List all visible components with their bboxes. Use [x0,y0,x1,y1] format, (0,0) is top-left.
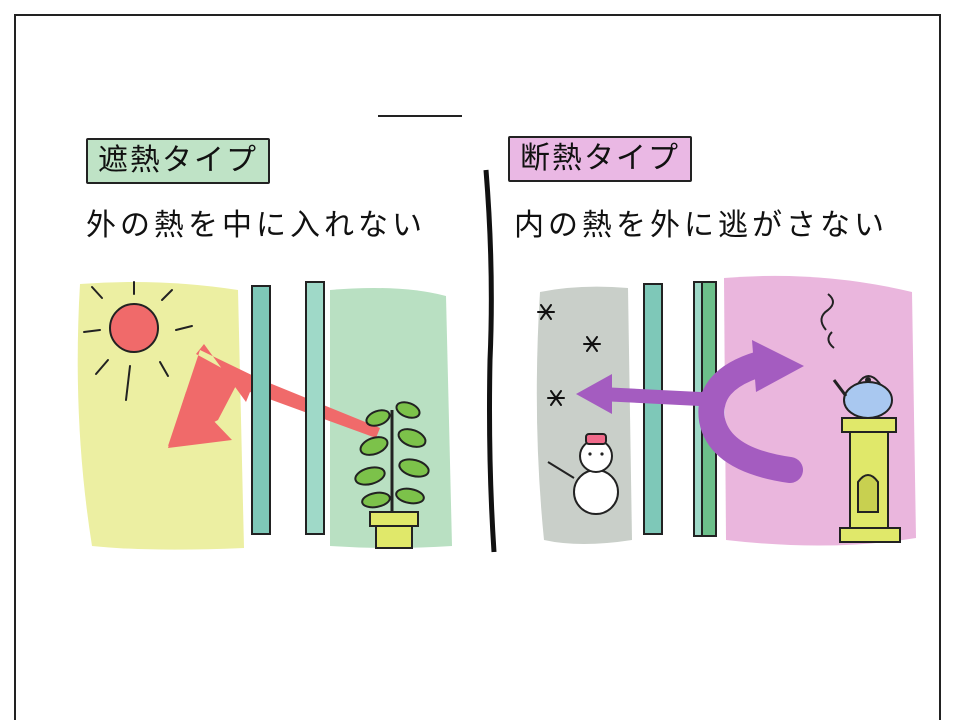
stove-icon [839,417,901,543]
heat-arrow-icon [168,344,380,448]
right-caption: 内の熱を外に逃がさない [514,208,888,243]
sun-icon [83,281,193,401]
panel-divider [483,169,497,553]
left-caption: 外の熱を中に入れない [86,208,426,243]
snowflake-icon [537,304,601,406]
steam-icon [820,293,835,349]
left-panel [77,281,452,550]
snowman-icon [547,433,619,515]
frame-border [14,14,941,720]
right-panel [536,275,916,546]
potted-plant-icon [354,401,430,549]
left-type-label: 遮熱タイプ [86,138,270,184]
kettle-icon [832,375,893,419]
right-type-label: 断熱タイプ [508,136,692,182]
glass-pane-icon [251,281,325,535]
heat-arrow-icon [576,340,804,483]
